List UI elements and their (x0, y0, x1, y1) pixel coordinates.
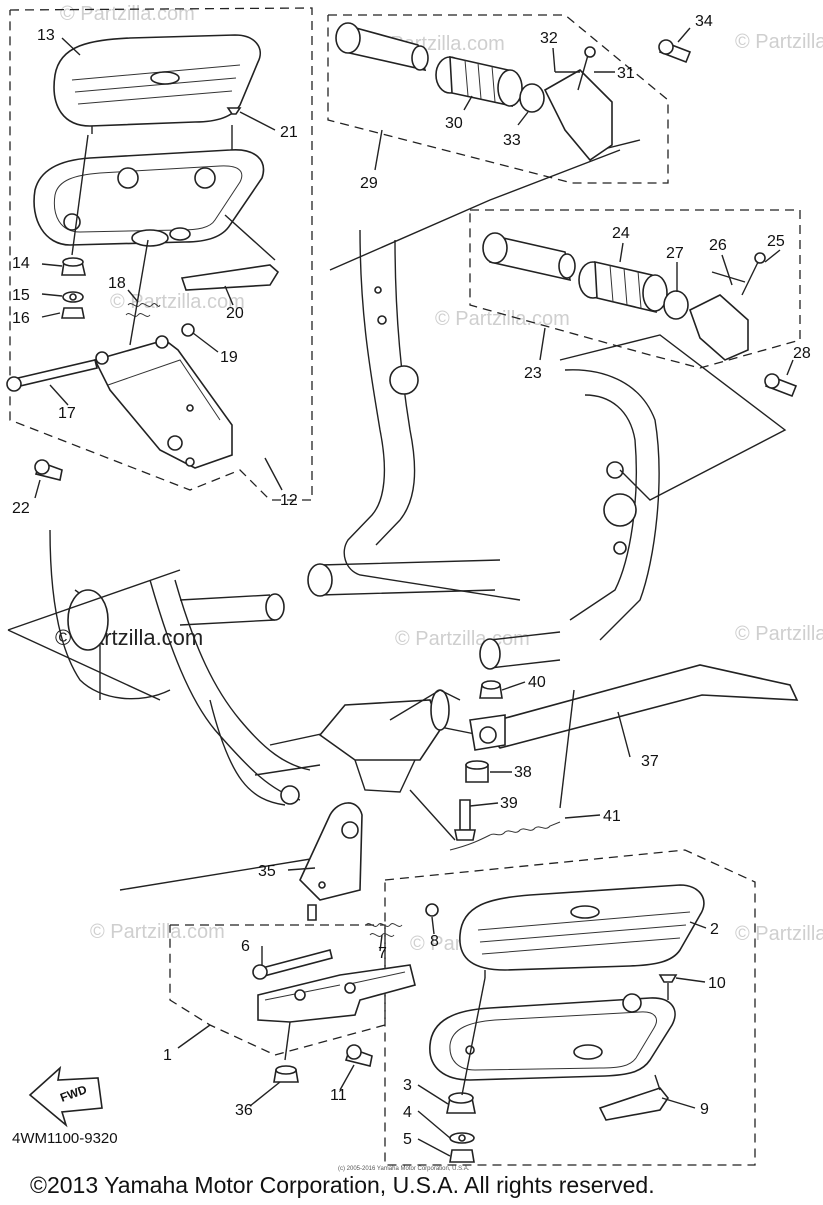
watermark: © Partzilla.com (110, 291, 245, 313)
callout-19: 19 (220, 349, 238, 366)
footboard-assembly-rear (6, 34, 280, 481)
callout-25: 25 (767, 233, 785, 250)
callout-22: 22 (12, 500, 30, 517)
callout-9: 9 (700, 1101, 709, 1118)
callout-34: 34 (695, 13, 713, 30)
diagram-code: 4WM1100-9320 (12, 1130, 118, 1147)
callout-14: 14 (12, 255, 30, 272)
callout-12: 12 (280, 492, 298, 509)
grip-assembly-upper (335, 22, 692, 162)
callout-17: 17 (58, 405, 76, 422)
side-stand-leg (478, 664, 799, 749)
fine-print: (c) 2005-2016 Yamaha Motor Corporation, … (338, 1166, 470, 1172)
callout-18: 18 (108, 275, 126, 292)
callout-37: 37 (641, 753, 659, 770)
callout-4: 4 (403, 1104, 412, 1121)
callout-29: 29 (360, 175, 378, 192)
watermark: © Partzilla.com (60, 3, 195, 25)
callout-27: 27 (666, 245, 684, 262)
callout-16: 16 (12, 310, 30, 327)
callout-6: 6 (241, 938, 250, 955)
callout-35: 35 (258, 863, 276, 880)
callout-32: 32 (540, 30, 558, 47)
heel-bracket (180, 264, 280, 291)
watermark: © Partzilla.com (395, 628, 530, 650)
watermark: © Partzilla.com (435, 308, 570, 330)
callout-21: 21 (280, 124, 298, 141)
fwd-arrow: FWD (28, 1065, 103, 1128)
callout-26: 26 (709, 237, 727, 254)
callout-8: 8 (430, 933, 439, 950)
watermark: © Partzilla.com (735, 623, 823, 645)
callout-33: 33 (503, 132, 521, 149)
grip-assembly-lower (482, 232, 798, 398)
side-stand (409, 664, 799, 851)
footboard-assembly-front (252, 884, 705, 1163)
copyright-line: ©2013 Yamaha Motor Corporation, U.S.A. A… (30, 1172, 655, 1198)
callout-3: 3 (403, 1077, 412, 1094)
grip-bracket (543, 69, 613, 162)
watermarks: © Partzilla.com © Partzilla.com © Partzi… (55, 3, 823, 955)
callout-5: 5 (403, 1131, 412, 1148)
callout-28: 28 (793, 345, 811, 362)
pivot-bolt (17, 359, 98, 387)
callout-36: 36 (235, 1102, 253, 1119)
callout-11: 11 (330, 1087, 347, 1104)
callout-39: 39 (500, 795, 518, 812)
stand-bracket (299, 802, 363, 921)
group-boxes (9, 7, 801, 1166)
footboard-base (429, 997, 676, 1081)
stand-frame (7, 139, 787, 891)
callout-7: 7 (378, 945, 387, 962)
mount-bracket (93, 339, 233, 469)
leader-lines (34, 27, 794, 1157)
footboard-pad (459, 884, 705, 971)
callouts: 13 21 14 15 16 18 20 19 17 12 22 34 32 3… (12, 13, 811, 1148)
group-box-23 (469, 209, 801, 369)
callout-13: 13 (37, 27, 55, 44)
callout-30: 30 (445, 115, 463, 132)
callout-40: 40 (528, 674, 546, 691)
stand-bracket-plate (299, 802, 363, 901)
callout-23: 23 (524, 365, 542, 382)
watermark: © Partzilla.com (735, 31, 823, 53)
callout-38: 38 (514, 764, 532, 781)
callout-15: 15 (12, 287, 30, 304)
footboard-bracket (257, 964, 416, 1023)
group-box-12 (9, 7, 313, 501)
watermark: © Partzilla.com (90, 921, 225, 943)
group-box-29 (327, 14, 669, 184)
callout-20: 20 (226, 305, 244, 322)
callout-31: 31 (617, 65, 635, 82)
callout-41: 41 (603, 808, 621, 825)
callout-10: 10 (708, 975, 726, 992)
callout-24: 24 (612, 225, 630, 242)
callout-1: 1 (163, 1047, 172, 1064)
watermark: © Partzilla.com (735, 923, 823, 945)
fwd-arrow-shape (28, 1065, 103, 1128)
group-box-1 (169, 924, 386, 1056)
callout-2: 2 (710, 921, 719, 938)
grip-bracket (689, 294, 749, 361)
